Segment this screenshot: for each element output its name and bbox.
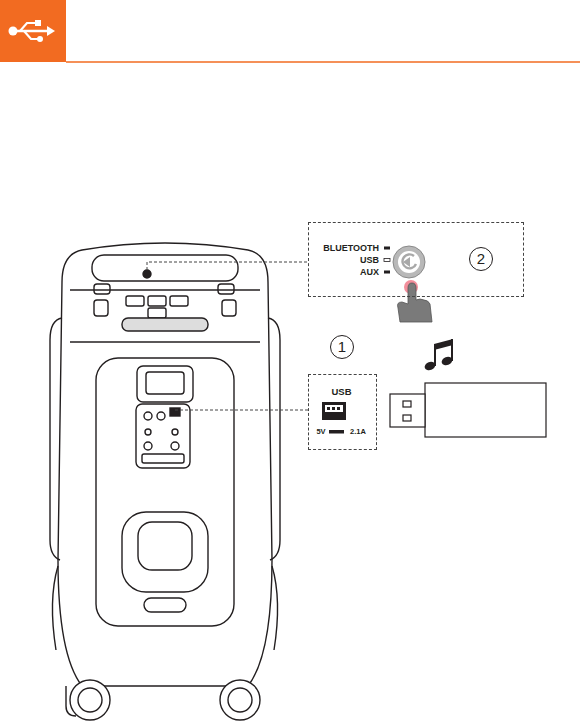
label-text: USB	[309, 387, 374, 397]
usb-icon	[9, 20, 56, 42]
source-button	[398, 251, 420, 273]
source-button	[393, 246, 425, 278]
source-icon	[403, 257, 410, 267]
callout-number: 1	[338, 339, 346, 356]
label-text: BLUETOOTH	[309, 244, 379, 254]
speaker-body	[50, 243, 280, 720]
label-text: 5V	[313, 428, 329, 436]
label-text: USB	[309, 256, 379, 266]
dc-symbol	[329, 430, 344, 434]
step-number: 1	[330, 335, 354, 359]
step-number: 2	[469, 247, 493, 271]
header-tab	[0, 0, 66, 62]
callout-number: 2	[477, 251, 485, 268]
finger	[398, 283, 433, 322]
usb-port	[322, 402, 346, 420]
usb-port	[325, 405, 343, 412]
source-icon	[403, 254, 416, 268]
indicator-led	[384, 259, 390, 262]
label-text: 2.1A	[346, 428, 370, 436]
leader-line	[147, 262, 308, 270]
indicator-led	[384, 271, 390, 274]
music-note	[423, 339, 453, 372]
header-rule	[66, 61, 580, 63]
callout-box: BLUETOOTH USB AUX	[308, 222, 524, 297]
label-text: AUX	[309, 268, 379, 278]
indicator-led	[384, 247, 390, 250]
leader-line	[175, 410, 308, 411]
usb-stick	[390, 383, 546, 437]
callout-box: USB 5V 2.1A	[308, 374, 377, 450]
